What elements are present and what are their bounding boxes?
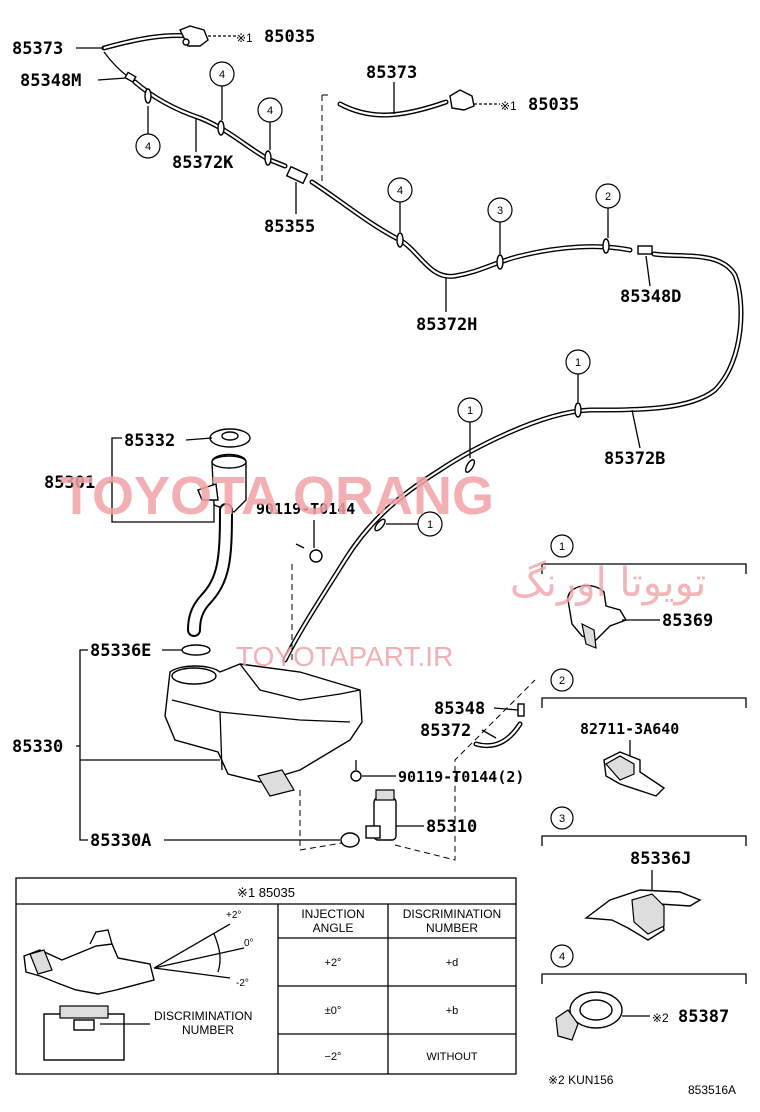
row-angle: −2° — [325, 1051, 342, 1063]
hose-85372-small — [473, 703, 525, 749]
detail-box-4: 4 ※2 85387 — [541, 944, 747, 1041]
detail-number: 3 — [559, 813, 565, 825]
clip-callout-circles: 4 4 4 4 2 3 1 1 1 — [135, 61, 621, 537]
label-85330: 85330 — [12, 737, 63, 757]
filler-cap-85332 — [209, 428, 251, 448]
label-85372H: 85372H — [416, 315, 477, 335]
label-85372B: 85372B — [604, 449, 665, 469]
diagram-id: 853516A — [688, 1083, 736, 1097]
row-number: WITHOUT — [426, 1051, 478, 1063]
table-title: ※1 85035 — [237, 885, 295, 900]
detail-number: 2 — [559, 675, 565, 687]
clip-callout: 4 — [397, 185, 403, 197]
label-85332: 85332 — [124, 431, 175, 451]
clip-callout: 3 — [497, 205, 503, 217]
washer-tank-85330 — [164, 663, 363, 797]
detail-box-1: 1 85369 — [541, 534, 747, 649]
label-mark: ※1 — [236, 31, 253, 45]
detail-box-3: 3 85336J — [541, 806, 747, 941]
clip-callout: 1 — [575, 357, 581, 369]
hose-85373-upper-left — [101, 33, 193, 51]
clip-callout: 1 — [467, 405, 473, 417]
detail-box-2: 2 82711-3A640 — [541, 668, 747, 797]
hose-85372B — [282, 251, 744, 663]
label-85301: 85301 — [44, 473, 95, 493]
label-85035: 85035 — [264, 27, 315, 47]
detail-number: 1 — [559, 541, 565, 553]
nozzle-85035-right — [449, 89, 500, 111]
label-mark: ※2 — [652, 1011, 669, 1025]
grommet-85330A — [340, 832, 360, 848]
label-85387: 85387 — [678, 1007, 729, 1027]
label-82711: 82711-3A640 — [580, 720, 679, 738]
detail-number: 4 — [559, 951, 565, 963]
hose-85372H — [309, 179, 633, 279]
watermark: TOYOTA ORANG تویوتا اورنگ TOYOTAPART.IR — [60, 466, 706, 672]
clip-callout: 2 — [605, 191, 611, 203]
row-number: +d — [446, 957, 459, 969]
angle-plus-2: +2° — [226, 910, 241, 921]
bolt-90119-a — [295, 543, 323, 563]
col-discrimination-number-2: NUMBER — [426, 921, 478, 935]
row-angle: +2° — [325, 957, 342, 969]
label-85373: 85373 — [12, 39, 63, 59]
disc-label-2: NUMBER — [182, 1023, 234, 1037]
washer-pump-85310 — [365, 789, 397, 841]
col-discrimination-number-1: DISCRIMINATION — [403, 907, 501, 921]
label-85348: 85348 — [434, 699, 485, 719]
label-85369: 85369 — [662, 611, 713, 631]
clip-callout: 4 — [145, 141, 151, 153]
clip-callout: 4 — [219, 69, 225, 81]
row-number: +b — [446, 1005, 459, 1017]
label-85373: 85373 — [366, 63, 417, 83]
footnote: ※2 KUN156 — [548, 1073, 614, 1087]
clip-callout: 1 — [427, 519, 433, 531]
hose-clips — [144, 88, 610, 532]
label-85348D: 85348D — [620, 287, 681, 307]
joint-85348M — [103, 51, 137, 84]
col-injection-angle-1: INJECTION — [301, 907, 364, 921]
label-90119: 90119-T0144 — [256, 500, 355, 518]
labels: 85373 ※1 85035 85348M 85373 ※1 85035 853… — [12, 27, 681, 851]
bolt-90119-b — [350, 760, 362, 782]
hose-85372K — [132, 79, 288, 169]
hose-85373-upper-right — [337, 99, 449, 118]
disc-label-1: DISCRIMINATION — [154, 1009, 252, 1023]
label-85330A: 85330A — [90, 831, 151, 851]
joint-85348D — [637, 245, 653, 255]
watermark-brand-fa: تویوتا اورنگ — [510, 560, 706, 606]
label-85336E: 85336E — [90, 641, 151, 661]
angle-zero: 0° — [244, 938, 254, 949]
clip-callout: 4 — [267, 105, 273, 117]
label-85348M: 85348M — [20, 71, 81, 91]
label-90119: 90119-T0144(2) — [398, 768, 524, 786]
label-85336J: 85336J — [630, 849, 691, 869]
joint-85355 — [285, 165, 309, 185]
label-85355: 85355 — [264, 217, 315, 237]
row-angle: ±0° — [325, 1005, 342, 1017]
seal-85336E — [181, 644, 211, 656]
angle-minus-2: -2° — [236, 978, 249, 989]
label-mark: ※1 — [500, 99, 517, 113]
label-85035: 85035 — [528, 95, 579, 115]
col-injection-angle-2: ANGLE — [313, 921, 354, 935]
watermark-brand: TOYOTA ORANG — [60, 466, 494, 526]
watermark-url: TOYOTAPART.IR — [236, 641, 453, 672]
label-85310: 85310 — [426, 817, 477, 837]
injection-angle-table: ※1 85035 INJECTION ANGLE DISCRIMINATION … — [15, 877, 517, 1075]
label-85372: 85372 — [420, 721, 471, 741]
nozzle-85035-left — [179, 25, 236, 47]
filler-pipe-85301 — [187, 453, 247, 637]
label-85372K: 85372K — [172, 153, 234, 173]
